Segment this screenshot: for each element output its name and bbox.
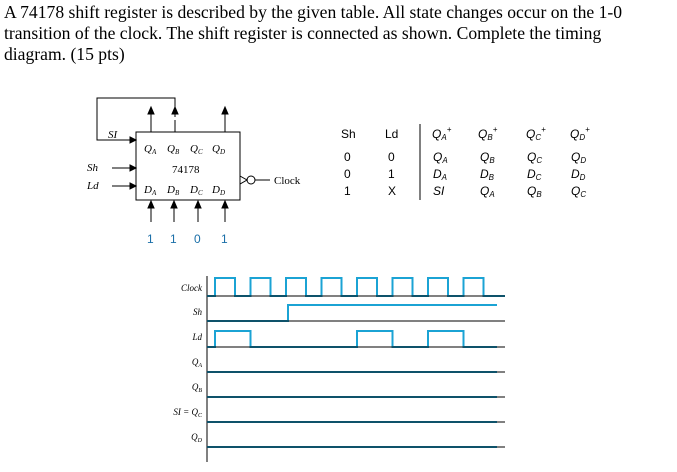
shift-register-diagram [96,97,270,222]
bit-0: 1 [147,232,154,246]
sh-waveform [207,304,497,322]
chip-out-qd: QD [212,143,225,156]
r0-qd: QD [571,150,586,165]
r0-qa: QA [433,150,448,165]
chip-part-number: 74178 [172,164,200,176]
function-table: Sh Ld QA+ QB+ QC+ QD+ 0 0 0 1 1 X QA QB … [341,124,590,200]
r1-sh: 0 [344,167,351,181]
r2-qc: QB [527,184,542,199]
ld-label: Ld [86,180,99,192]
th-qc: QC+ [526,125,546,142]
problem-statement: A 74178 shift register is described by t… [4,2,672,65]
chip-in-da: DA [143,184,157,197]
chip-in-dd: DD [211,184,225,197]
label-qc: SI = QC [173,407,203,419]
th-ld: Ld [385,127,398,141]
clock-input-label: Clock [274,175,301,187]
qa-arrow-icon [147,105,155,115]
r0-qc: QC [527,150,542,165]
label-qb: QB [192,382,203,394]
parallel-input-bits: 1 1 0 1 [147,232,228,246]
r2-sh: 1 [344,184,351,198]
sh-label: Sh [87,162,99,174]
r0-sh: 0 [344,150,351,164]
timing-diagram: Clock Sh Ld QA QB SI = QC QD [173,276,505,462]
r1-ld: 1 [388,167,395,181]
label-qd: QD [191,432,203,444]
r2-qb: QA [480,184,495,199]
r1-qa: DA [433,167,447,182]
problem-line-2: transition of the clock. The shift regis… [4,23,602,43]
r2-qd: QC [571,184,586,199]
r1-qc: DC [527,167,542,182]
th-qb: QB+ [478,125,498,142]
chip-in-db: DB [166,184,180,197]
th-qa: QA+ [432,125,452,142]
clock-waveform [207,277,505,297]
chip-in-dc: DC [189,184,203,197]
si-arrow-icon [129,136,138,144]
bit-3: 1 [221,232,228,246]
qd-arrow-icon [221,105,229,115]
ld-waveform [207,330,497,348]
th-qd: QD+ [570,125,590,142]
r2-qa: SI [433,184,445,198]
input-arrows [147,199,229,222]
bit-2: 0 [194,232,201,246]
label-qa: QA [192,357,203,369]
r1-qd: DD [571,167,586,182]
label-clock: Clock [181,283,203,293]
problem-line-1: A 74178 shift register is described by t… [4,2,623,22]
r2-ld: X [388,184,396,198]
label-ld: Ld [191,332,202,342]
sh-arrow-icon [129,164,138,172]
si-label: SI [108,129,119,141]
clock-triangle-icon [239,175,249,185]
ld-arrow-icon [129,182,138,190]
th-sh: Sh [341,127,356,141]
problem-line-3: diagram. (15 pts) [4,44,125,64]
chip-out-qc: QC [190,143,203,156]
chip-body [135,131,241,201]
bit-1: 1 [170,232,177,246]
baselines [207,295,505,448]
signal-labels: Clock Sh Ld QA QB SI = QC QD [173,283,203,444]
r0-ld: 0 [388,150,395,164]
chip-out-qa: QA [144,143,157,156]
feedback-wire [96,97,176,141]
chip-out-qb: QB [167,143,180,156]
clock-bubble-icon [246,175,256,185]
r0-qb: QB [480,150,495,165]
r1-qb: DB [480,167,495,182]
output-arrows [147,105,229,132]
qb-arrow-icon [171,105,179,115]
chip-labels: SI Sh Ld QA QB QC QD DA DB DC DD [86,129,225,197]
label-sh: Sh [193,307,203,317]
